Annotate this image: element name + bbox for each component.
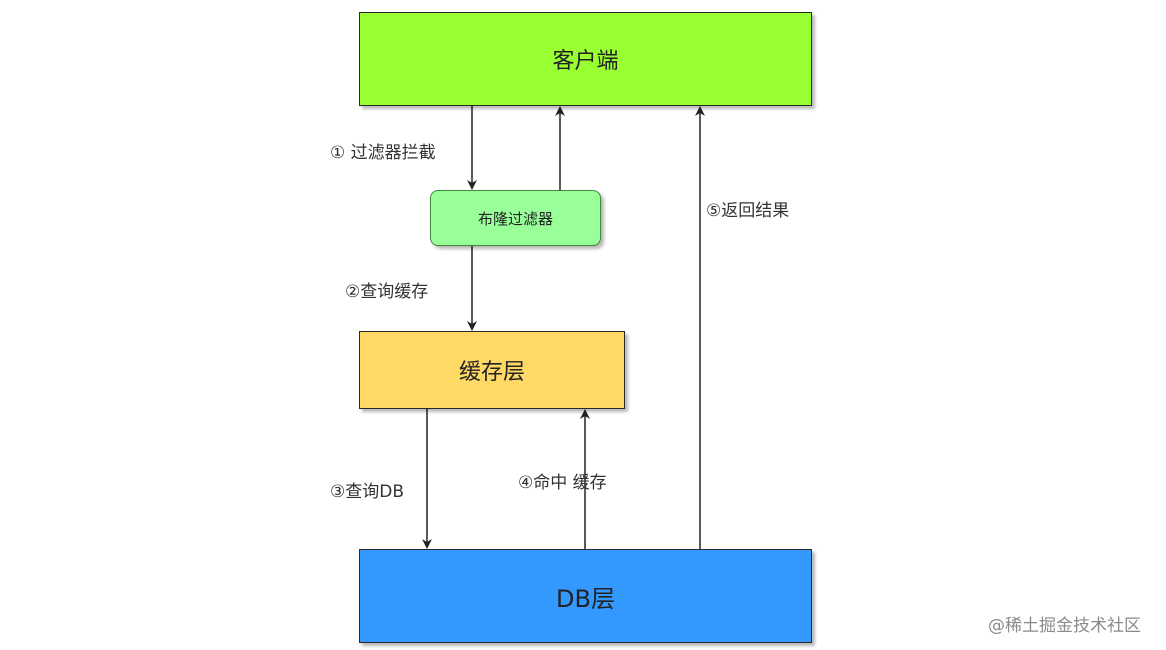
db-layer-node-label: DB层	[556, 584, 615, 613]
edge-label-query-db: ③查询DB	[330, 482, 404, 502]
client-node-label: 客户端	[552, 49, 619, 74]
bloom-filter-node-label: 布隆过滤器	[477, 209, 553, 228]
edge-label-cache-hit: ④命中 缓存	[518, 473, 607, 493]
edge-label-filter-intercept: ① 过滤器拦截	[330, 143, 436, 163]
cache-layer-node-label: 缓存层	[458, 360, 525, 385]
cache-layer-node: 缓存层	[359, 331, 625, 409]
edge-label-query-cache: ②查询缓存	[345, 282, 429, 302]
client-node: 客户端	[359, 12, 812, 106]
db-layer-node: DB层	[359, 549, 812, 643]
bloom-filter-node: 布隆过滤器	[430, 190, 601, 246]
watermark: @稀土掘金技术社区	[988, 616, 1141, 636]
edge-label-return-result: ⑤返回结果	[706, 201, 790, 221]
